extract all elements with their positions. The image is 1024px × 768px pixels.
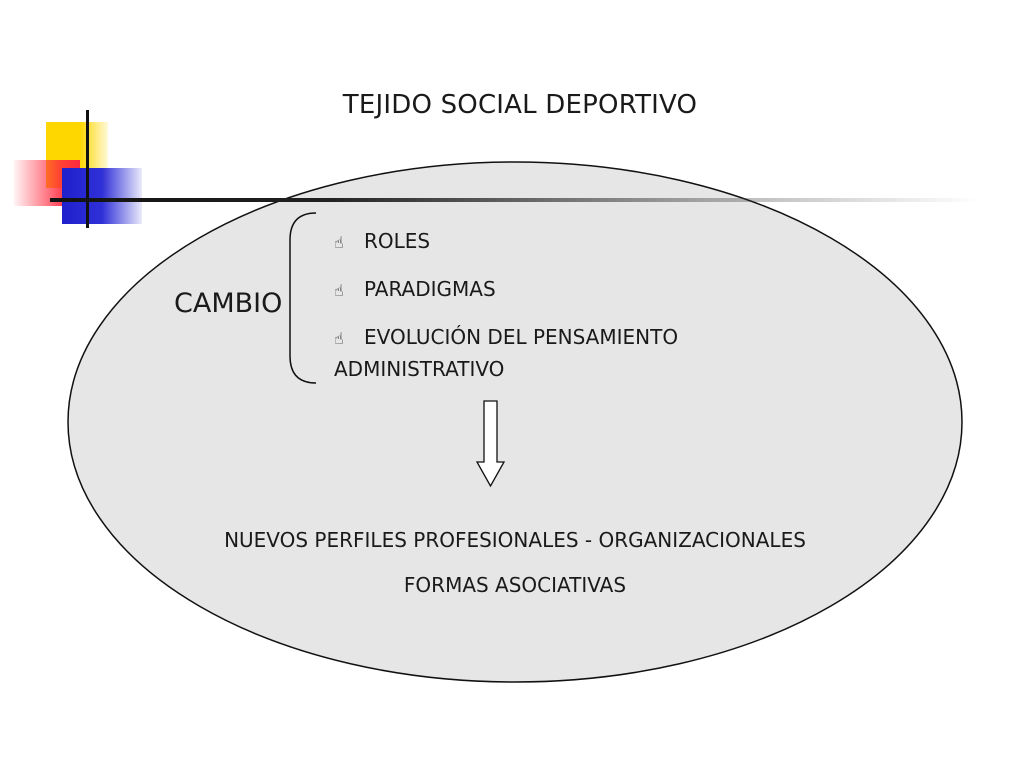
bullet-item-paradigmas: ☝ PARADIGMAS [334,274,754,306]
cambio-label: CAMBIO [174,288,283,319]
bullet-text: ROLES [364,229,431,253]
bullet-text: PARADIGMAS [364,277,496,301]
pointing-hand-icon: ☝ [334,281,344,300]
result-line-perfiles: NUEVOS PERFILES PROFESIONALES - ORGANIZA… [224,528,806,552]
bullet-item-roles: ☝ ROLES [334,226,754,258]
pointing-hand-icon: ☝ [334,329,344,348]
pointing-hand-icon: ☝ [334,233,344,252]
result-line-formas: FORMAS ASOCIATIVAS [403,573,627,597]
central-ellipse [67,161,963,683]
down-arrow [475,400,506,488]
bullet-item-evolucion: ☝EVOLUCIÓN DEL PENSAMIENTO ADMINISTRATIV… [334,322,754,384]
decorative-horizontal-line [50,198,980,202]
slide-title: TEJIDO SOCIAL DEPORTIVO [342,90,698,120]
left-brace [289,212,317,384]
bullet-list: ☝ROLES ☝PARADIGMAS ☝EVOLUCIÓN DEL PENSAM… [334,226,754,400]
decorative-blue-square [62,168,142,224]
bullet-text: EVOLUCIÓN DEL PENSAMIENTO ADMINISTRATIVO [334,325,679,381]
decorative-vertical-line [86,110,89,228]
